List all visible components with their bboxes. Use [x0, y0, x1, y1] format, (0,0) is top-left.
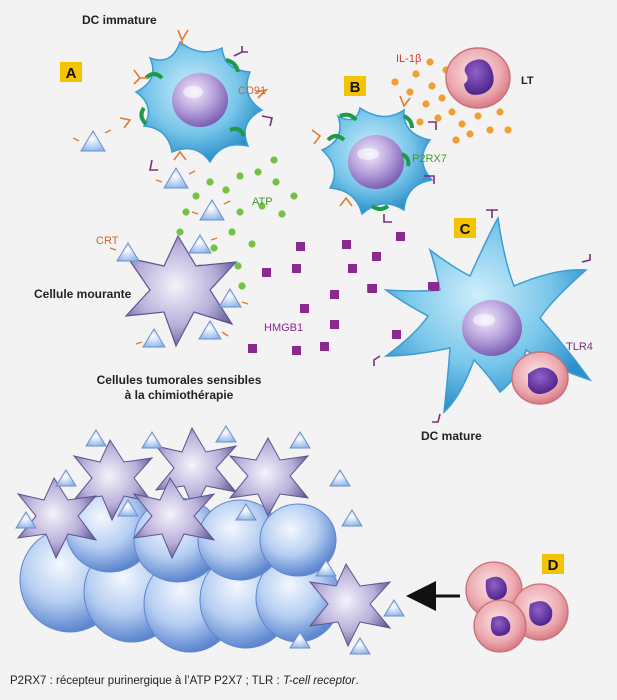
label-p2rx7: P2RX7	[412, 153, 447, 165]
label-dying-cell: Cellule mourante	[34, 287, 132, 301]
t-lymphocyte-cell	[445, 47, 511, 109]
lymphocyte-contacting-dc	[511, 351, 569, 405]
label-crt: CRT	[96, 235, 119, 247]
mature-dendritic-cell	[367, 209, 592, 423]
footnote: P2RX7 : récepteur purinergique à l’ATP P…	[10, 675, 359, 687]
panel-c-letter: C	[460, 221, 471, 238]
tumor-cell-cluster	[15, 425, 405, 655]
label-il1b: IL-1β	[396, 53, 421, 65]
immature-dendritic-cell	[119, 29, 273, 171]
label-lt: LT	[521, 75, 534, 87]
footnote-prefix: P2RX7 : récepteur purinergique à l’ATP P…	[10, 675, 283, 687]
panel-badge-c: C	[454, 218, 476, 238]
label-tumor-cells-line2: à la chimiothérapie	[125, 388, 234, 402]
tumor-cluster-crt-triangles	[15, 425, 405, 655]
crt-calreticulin-particles	[72, 129, 231, 221]
panel-badge-a: A	[60, 62, 82, 82]
label-cd91: CD91	[238, 85, 266, 97]
label-hmgb1: HMGB1	[264, 322, 303, 334]
label-atp: ATP	[252, 196, 273, 208]
footnote-suffix: .	[355, 675, 358, 687]
footnote-italic: T-cell receptor	[283, 675, 357, 687]
panel-a-letter: A	[66, 65, 77, 82]
panel-badge-b: B	[344, 76, 366, 96]
panel-b-letter: B	[350, 79, 361, 96]
cytotoxic-lymphocytes-d	[465, 561, 569, 653]
label-dc-mature: DC mature	[421, 429, 482, 443]
label-dc-immature: DC immature	[82, 13, 157, 27]
label-tumor-cells-line1: Cellules tumorales sensibles	[97, 373, 262, 387]
dying-tumor-cell	[109, 234, 249, 348]
panel-badge-d: D	[542, 554, 564, 574]
dendritic-cell-b	[311, 95, 437, 223]
panel-d-letter: D	[548, 557, 559, 574]
label-tlr4: TLR4	[566, 341, 593, 353]
